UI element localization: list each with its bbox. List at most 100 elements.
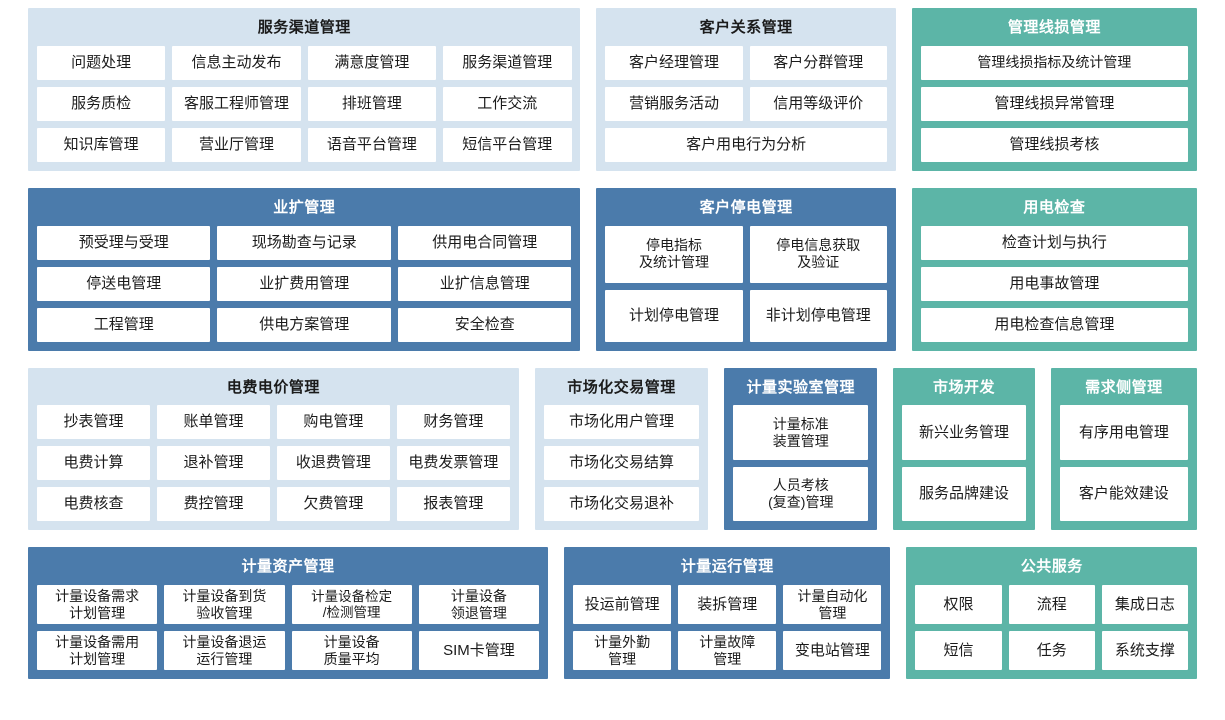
panel-title-management-line-loss-management: 管理线损管理 <box>1007 19 1101 36</box>
tile-metering-operation-management-1-1[interactable]: 计量故障 管理 <box>678 631 777 671</box>
tile-electricity-fee-price-management-0-2[interactable]: 购电管理 <box>276 405 390 440</box>
tile-public-service-0-0[interactable]: 权限 <box>915 585 1002 625</box>
tile-market-trading-management-2-0[interactable]: 市场化交易退补 <box>543 487 700 522</box>
panel-title-market-trading-management: 市场化交易管理 <box>567 378 676 396</box>
tile-electricity-inspection-1-0[interactable]: 用电事故管理 <box>920 266 1188 301</box>
tile-business-expansion-management-2-1[interactable]: 供电方案管理 <box>217 307 391 342</box>
panel-title-electricity-inspection: 用电检查 <box>1023 198 1086 216</box>
tile-electricity-inspection-2-0[interactable]: 用电检查信息管理 <box>920 307 1188 342</box>
tile-customer-outage-management-0-0[interactable]: 停电指标 及统计管理 <box>605 225 743 283</box>
tile-service-channel-management-1-2[interactable]: 排班管理 <box>307 86 437 121</box>
tile-public-service-0-1[interactable]: 流程 <box>1008 585 1095 625</box>
tile-public-service-0-2[interactable]: 集成日志 <box>1101 585 1189 625</box>
tile-business-expansion-management-1-1[interactable]: 业扩费用管理 <box>217 266 391 301</box>
tile-market-development-1-0[interactable]: 服务品牌建设 <box>902 466 1026 522</box>
tile-electricity-fee-price-management-1-0[interactable]: 电费计算 <box>37 446 150 481</box>
tile-management-line-loss-management-1-0[interactable]: 管理线损异常管理 <box>920 86 1188 121</box>
tile-metering-operation-management-0-2[interactable]: 计量自动化 管理 <box>783 585 882 625</box>
tile-metering-asset-management-1-0[interactable]: 计量设备需用 计划管理 <box>37 631 158 671</box>
tile-electricity-fee-price-management-1-1[interactable]: 退补管理 <box>156 446 270 481</box>
tile-customer-outage-management-1-0[interactable]: 计划停电管理 <box>605 289 743 342</box>
tile-customer-relationship-management-2-0[interactable]: 客户用电行为分析 <box>605 127 887 162</box>
tile-electricity-inspection-0-0[interactable]: 检查计划与执行 <box>920 225 1188 260</box>
tile-business-expansion-management-0-0[interactable]: 预受理与受理 <box>37 225 211 260</box>
tile-service-channel-management-2-2[interactable]: 语音平台管理 <box>307 127 437 162</box>
tile-row: 服务质检客服工程师管理排班管理工作交流 <box>37 86 572 121</box>
tile-public-service-1-1[interactable]: 任务 <box>1008 631 1095 671</box>
tile-service-channel-management-0-3[interactable]: 服务渠道管理 <box>443 45 572 80</box>
tile-row: 有序用电管理 <box>1059 405 1188 460</box>
tile-row: 用电检查信息管理 <box>920 307 1188 342</box>
tile-metering-asset-management-1-2[interactable]: 计量设备 质量平均 <box>291 631 412 671</box>
tile-electricity-fee-price-management-0-0[interactable]: 抄表管理 <box>37 405 150 440</box>
tile-public-service-1-2[interactable]: 系统支撑 <box>1101 631 1189 671</box>
tile-electricity-fee-price-management-2-3[interactable]: 报表管理 <box>396 487 510 522</box>
tile-metering-operation-management-1-2[interactable]: 变电站管理 <box>783 631 882 671</box>
panel-management-line-loss-management: 管理线损管理管理线损指标及统计管理管理线损异常管理管理线损考核 <box>911 8 1197 171</box>
tile-customer-outage-management-0-1[interactable]: 停电信息获取 及验证 <box>749 225 887 283</box>
panel-title-demand-side-management: 需求侧管理 <box>1085 378 1163 396</box>
tile-business-expansion-management-2-2[interactable]: 安全检查 <box>397 307 572 342</box>
tile-customer-outage-management-1-1[interactable]: 非计划停电管理 <box>749 289 887 342</box>
tile-electricity-fee-price-management-2-2[interactable]: 欠费管理 <box>276 487 390 522</box>
tile-metering-operation-management-0-1[interactable]: 装拆管理 <box>678 585 777 625</box>
tile-business-expansion-management-1-2[interactable]: 业扩信息管理 <box>397 266 572 301</box>
tile-row: 管理线损异常管理 <box>920 86 1188 121</box>
tile-service-channel-management-0-0[interactable]: 问题处理 <box>37 45 166 80</box>
tile-metering-asset-management-1-3[interactable]: SIM卡管理 <box>418 631 540 671</box>
tile-electricity-fee-price-management-1-2[interactable]: 收退费管理 <box>276 446 390 481</box>
tile-customer-relationship-management-1-1[interactable]: 信用等级评价 <box>749 86 887 121</box>
row-2: 业扩管理预受理与受理现场勘查与记录供用电合同管理停送电管理业扩费用管理业扩信息管… <box>28 187 1197 351</box>
tile-market-trading-management-0-0[interactable]: 市场化用户管理 <box>543 405 700 440</box>
tile-grid: 投运前管理装拆管理计量自动化 管理计量外勤 管理计量故障 管理变电站管理 <box>573 585 882 671</box>
tile-metering-operation-management-0-0[interactable]: 投运前管理 <box>573 585 672 625</box>
tile-service-channel-management-1-0[interactable]: 服务质检 <box>37 86 166 121</box>
tile-management-line-loss-management-0-0[interactable]: 管理线损指标及统计管理 <box>920 45 1188 80</box>
tile-service-channel-management-0-1[interactable]: 信息主动发布 <box>172 45 301 80</box>
tile-electricity-fee-price-management-0-3[interactable]: 财务管理 <box>396 405 510 440</box>
tile-business-expansion-management-0-1[interactable]: 现场勘查与记录 <box>217 225 391 260</box>
tile-business-expansion-management-2-0[interactable]: 工程管理 <box>37 307 211 342</box>
tile-row: 电费计算退补管理收退费管理电费发票管理 <box>37 446 510 481</box>
tile-market-trading-management-1-0[interactable]: 市场化交易结算 <box>543 446 700 481</box>
tile-row: 服务品牌建设 <box>902 466 1026 522</box>
tile-management-line-loss-management-2-0[interactable]: 管理线损考核 <box>920 127 1188 162</box>
panel-customer-relationship-management: 客户关系管理客户经理管理客户分群管理营销服务活动信用等级评价客户用电行为分析 <box>596 8 896 171</box>
tile-metering-laboratory-management-1-0[interactable]: 人员考核 (复查)管理 <box>733 466 869 522</box>
tile-business-expansion-management-0-2[interactable]: 供用电合同管理 <box>397 225 572 260</box>
tile-demand-side-management-0-0[interactable]: 有序用电管理 <box>1059 405 1188 460</box>
tile-metering-asset-management-0-2[interactable]: 计量设备检定 /检测管理 <box>291 585 412 625</box>
tile-grid: 权限流程集成日志短信任务系统支撑 <box>915 585 1189 671</box>
tile-service-channel-management-1-3[interactable]: 工作交流 <box>443 86 572 121</box>
tile-row: 新兴业务管理 <box>902 405 1026 460</box>
tile-electricity-fee-price-management-0-1[interactable]: 账单管理 <box>156 405 270 440</box>
tile-service-channel-management-2-3[interactable]: 短信平台管理 <box>443 127 572 162</box>
tile-customer-relationship-management-1-0[interactable]: 营销服务活动 <box>605 86 743 121</box>
tile-public-service-1-0[interactable]: 短信 <box>915 631 1002 671</box>
tile-service-channel-management-2-0[interactable]: 知识库管理 <box>37 127 166 162</box>
tile-metering-operation-management-1-0[interactable]: 计量外勤 管理 <box>573 631 672 671</box>
tile-metering-laboratory-management-0-0[interactable]: 计量标准 装置管理 <box>733 405 869 460</box>
tile-electricity-fee-price-management-2-1[interactable]: 费控管理 <box>156 487 270 522</box>
tile-demand-side-management-1-0[interactable]: 客户能效建设 <box>1059 466 1188 522</box>
tile-metering-asset-management-0-3[interactable]: 计量设备 领退管理 <box>418 585 540 625</box>
tile-row: 用电事故管理 <box>920 266 1188 301</box>
tile-metering-asset-management-0-0[interactable]: 计量设备需求 计划管理 <box>37 585 158 625</box>
tile-service-channel-management-2-1[interactable]: 营业厅管理 <box>172 127 301 162</box>
row-4: 计量资产管理计量设备需求 计划管理计量设备到货 验收管理计量设备检定 /检测管理… <box>28 547 1197 680</box>
tile-electricity-fee-price-management-2-0[interactable]: 电费核查 <box>37 487 150 522</box>
tile-metering-asset-management-0-1[interactable]: 计量设备到货 验收管理 <box>164 585 285 625</box>
tile-metering-asset-management-1-1[interactable]: 计量设备退运 运行管理 <box>164 631 285 671</box>
tile-service-channel-management-1-1[interactable]: 客服工程师管理 <box>172 86 301 121</box>
tile-service-channel-management-0-2[interactable]: 满意度管理 <box>307 45 437 80</box>
tile-customer-relationship-management-0-0[interactable]: 客户经理管理 <box>605 45 743 80</box>
panel-electricity-inspection: 用电检查检查计划与执行用电事故管理用电检查信息管理 <box>911 187 1197 351</box>
panel-metering-laboratory-management: 计量实验室管理计量标准 装置管理人员考核 (复查)管理 <box>724 367 878 531</box>
tile-electricity-fee-price-management-1-3[interactable]: 电费发票管理 <box>396 446 510 481</box>
tile-business-expansion-management-1-0[interactable]: 停送电管理 <box>37 266 211 301</box>
panel-market-trading-management: 市场化交易管理市场化用户管理市场化交易结算市场化交易退补 <box>534 367 709 531</box>
tile-market-development-0-0[interactable]: 新兴业务管理 <box>902 405 1026 460</box>
tile-customer-relationship-management-0-1[interactable]: 客户分群管理 <box>749 45 887 80</box>
panel-title-metering-asset-management: 计量资产管理 <box>241 558 335 576</box>
tile-row: 投运前管理装拆管理计量自动化 管理 <box>573 585 882 625</box>
